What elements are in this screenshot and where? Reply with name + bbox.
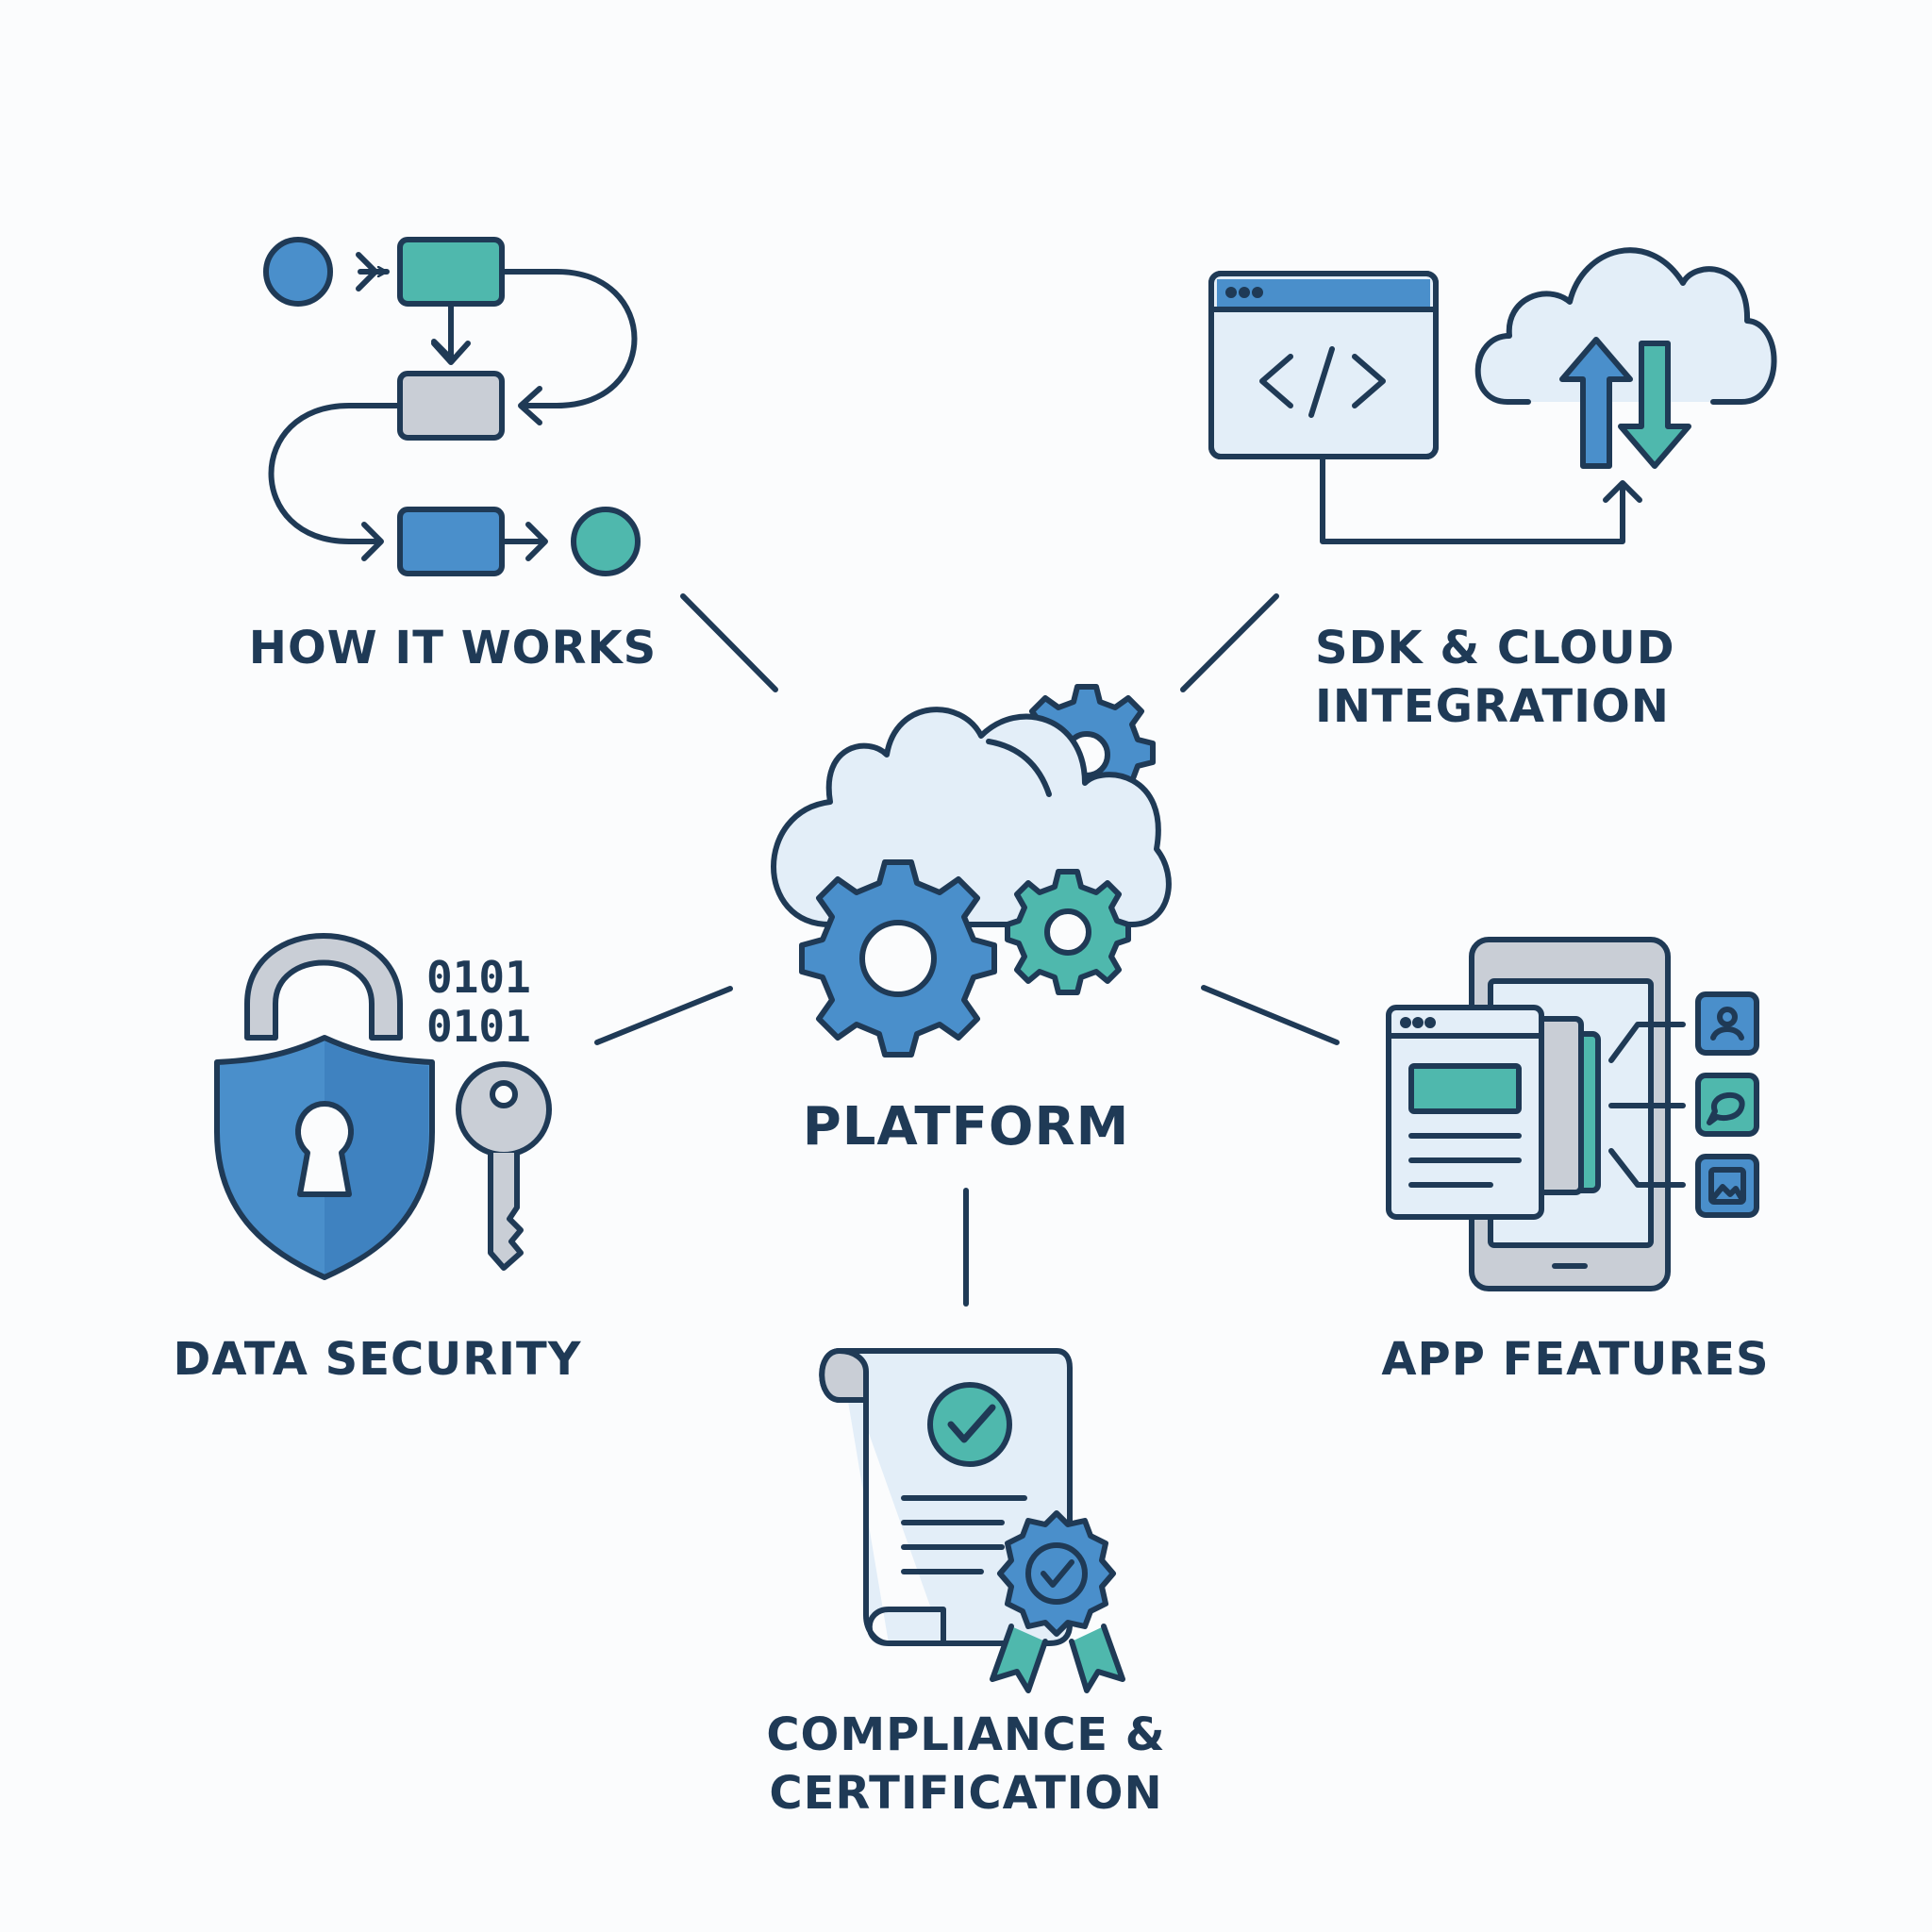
sdk-connector-path: [1320, 454, 1625, 544]
compliance-label-line-1: COMPLIANCE &: [766, 1708, 1166, 1761]
chat-bubble-icon: [1695, 1073, 1759, 1137]
compliance-label: COMPLIANCE & CERTIFICATION: [749, 1706, 1183, 1823]
connector-data-security: [594, 986, 733, 1045]
platform-label: PLATFORM: [802, 1096, 1130, 1158]
cloud-upload-download-icon: [1474, 247, 1777, 469]
compliance-certificate-icon: [819, 1348, 1125, 1693]
connector-how-it-works: [680, 593, 778, 692]
flow-box-3: [397, 507, 505, 576]
user-profile-icon: [1695, 991, 1759, 1056]
flowchart-icon: [263, 237, 641, 576]
compliance-label-line-2: CERTIFICATION: [769, 1767, 1163, 1820]
gear-icon-small: [1005, 869, 1131, 995]
connector-app-features: [1201, 985, 1340, 1045]
award-ribbon-icon: [990, 1510, 1125, 1693]
flow-box-1: [397, 237, 505, 307]
sdk-cloud-icon: [1208, 247, 1777, 544]
connector-sdk-cloud: [1180, 593, 1279, 692]
sdk-cloud-label-line-2: INTEGRATION: [1315, 680, 1670, 733]
data-security-icon: [214, 933, 552, 1280]
flow-loop-left: [268, 403, 403, 544]
platform-cloud-gears-icon: [771, 684, 1172, 1058]
browser-window-icon: [1386, 1005, 1544, 1220]
keyhole-icon: [295, 1101, 354, 1197]
padlock-shackle-icon: [244, 933, 403, 1041]
how-it-works-label: HOW IT WORKS: [248, 622, 658, 675]
flow-box-2: [397, 371, 505, 441]
data-security-label: DATA SECURITY: [173, 1333, 582, 1386]
app-features-label: APP FEATURES: [1381, 1333, 1770, 1386]
gear-icon-large: [799, 859, 997, 1058]
app-features-icon: [1386, 937, 1759, 1291]
binary-text-line-1: 0101: [426, 952, 531, 1003]
connector-lines: [594, 593, 1340, 1307]
flow-end-circle: [571, 507, 641, 576]
binary-text-line-2: 0101: [426, 1001, 531, 1052]
flow-loop-right: [499, 269, 638, 408]
flow-start-circle: [263, 237, 333, 307]
code-window-icon: [1208, 271, 1439, 459]
check-circle-icon: [927, 1382, 1012, 1467]
sdk-cloud-label: SDK & CLOUD INTEGRATION: [1315, 619, 1711, 736]
sdk-cloud-label-line-1: SDK & CLOUD: [1315, 622, 1675, 675]
image-gallery-icon: [1695, 1154, 1759, 1218]
key-icon: [456, 1061, 552, 1271]
